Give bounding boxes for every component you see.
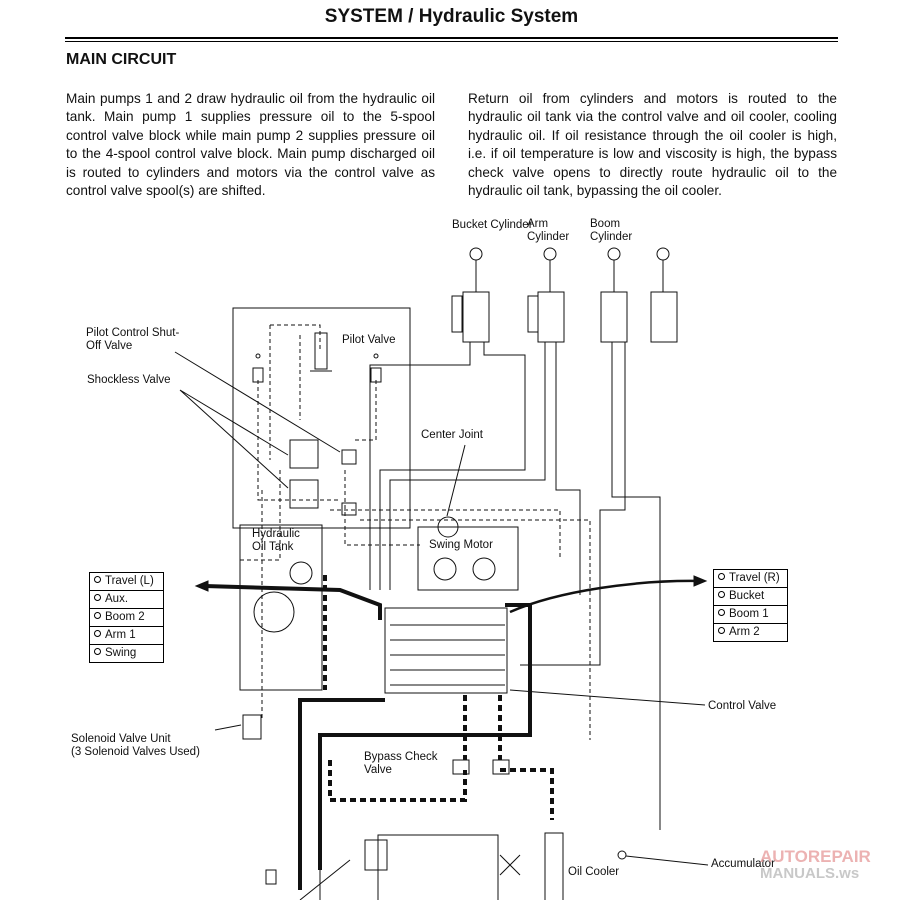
- label-oil-cooler: Oil Cooler: [568, 866, 620, 878]
- label-boom-cylinder: Boom Cylinder: [590, 218, 633, 243]
- label-shockless-valve: Shockless Valve: [87, 374, 171, 386]
- label-bucket-cylinder: Bucket Cylinder: [452, 219, 533, 231]
- label-arm-cylinder: Arm Cylinder: [527, 218, 570, 243]
- title-rule-thin: [65, 41, 838, 42]
- spool-item: Arm 1: [90, 626, 163, 644]
- label-control-valve: Control Valve: [708, 700, 777, 712]
- label-solenoid-valve-unit: Solenoid Valve Unit: [71, 733, 171, 745]
- label-pilot-shutoff-valve: Pilot Control Shut-Off Valve: [86, 327, 180, 352]
- spool-item: Arm 2: [714, 623, 787, 641]
- spool-item: Boom 1: [714, 605, 787, 623]
- spool-item: Aux.: [90, 590, 163, 608]
- paragraph-left: Main pumps 1 and 2 draw hydraulic oil fr…: [66, 91, 435, 199]
- label-pilot-valve: Pilot Valve: [342, 334, 396, 346]
- label-hydraulic-oil-tank: Hydraulic Oil Tank: [252, 528, 300, 553]
- label-center-joint: Center Joint: [421, 429, 484, 441]
- page-title: SYSTEM / Hydraulic System: [324, 6, 579, 27]
- title-rule: [65, 37, 838, 39]
- label-swing-motor: Swing Motor: [429, 539, 493, 551]
- section-heading: MAIN CIRCUIT: [66, 51, 177, 68]
- label-bypass-check-valve: Bypass Check Valve: [364, 751, 438, 776]
- cylinders: [451, 247, 678, 343]
- spool-item: Boom 2: [90, 608, 163, 626]
- spool-item: Bucket: [714, 587, 787, 605]
- spool-item: Travel (L): [90, 573, 163, 590]
- left-spool-list: Travel (L) Aux. Boom 2 Arm 1 Swing: [89, 572, 164, 663]
- right-spool-list: Travel (R) Bucket Boom 1 Arm 2: [713, 569, 788, 642]
- label-solenoid-note: (3 Solenoid Valves Used): [71, 746, 200, 758]
- paragraph-right: Return oil from cylinders and motors is …: [468, 91, 837, 199]
- spool-item: Travel (R): [714, 570, 787, 587]
- label-accumulator: Accumulator: [711, 858, 775, 870]
- spool-item: Swing: [90, 644, 163, 662]
